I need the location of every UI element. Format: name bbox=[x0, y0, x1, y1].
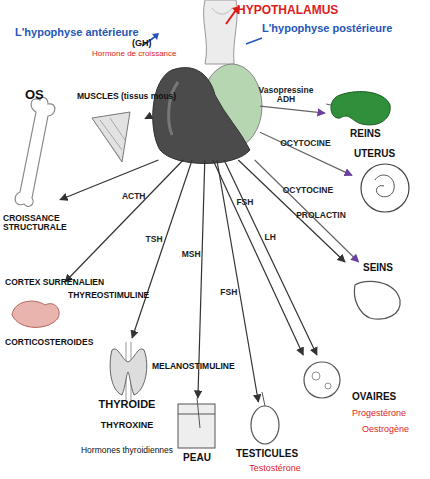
hormone-label: LH bbox=[265, 233, 276, 242]
organ-bone: OS bbox=[5, 88, 60, 208]
organ-label: MUSCLES (tissus mous) bbox=[77, 92, 176, 101]
follicle bbox=[312, 372, 320, 380]
hormone-arrow bbox=[132, 160, 192, 338]
organ-skin: PEAU bbox=[170, 398, 225, 470]
pointer-head bbox=[152, 33, 159, 40]
ovary-drawing bbox=[304, 362, 340, 398]
organ-label: OVAIRES bbox=[352, 391, 396, 402]
organ-adrenal: CORTEX SURRENALIENCORTICOSTEROIDES bbox=[5, 278, 65, 350]
hormone-label: OCYTOCINE bbox=[283, 186, 333, 195]
effect-note: CROISSANCE STRUCTURALE bbox=[3, 214, 83, 233]
hormone-name: Hormones thyroidiennes bbox=[81, 446, 173, 455]
thyroid-drawing bbox=[110, 349, 147, 395]
anterior-lobe bbox=[153, 68, 250, 164]
organ-thyroid: THYROIDETHYROXINEHormones thyroidiennes bbox=[90, 338, 165, 473]
hormone-arrow bbox=[238, 160, 345, 262]
testis-drawing bbox=[251, 406, 279, 444]
adrenal-drawing bbox=[12, 301, 59, 327]
hormone-name: L'hypophyse antérieure bbox=[15, 26, 139, 38]
stalk-detail bbox=[212, 8, 232, 14]
hormone-name: Testostérone bbox=[249, 464, 301, 474]
organ-uterus: UTERUS bbox=[352, 148, 422, 216]
uterus-drawing bbox=[361, 164, 409, 212]
hormone-arrow bbox=[260, 132, 352, 175]
hormone-label: MSH bbox=[182, 251, 201, 260]
organ-testis: TESTICULES Testostérone bbox=[235, 402, 300, 477]
lobe-highlight bbox=[169, 82, 178, 135]
pointer-arrow bbox=[246, 38, 262, 44]
hormone-name: THYREOSTIMULINE bbox=[68, 291, 149, 300]
organ-label: THYROIDE bbox=[99, 398, 156, 410]
hormone-name: Progestérone bbox=[352, 409, 406, 419]
organ-label: OS bbox=[25, 88, 44, 102]
hormone-arrow bbox=[255, 160, 359, 262]
hormone-name: MELANOSTIMULINE bbox=[152, 362, 235, 371]
hormone-label: OCYTOCINE bbox=[280, 139, 330, 148]
hormone-label: ACTH bbox=[122, 192, 146, 201]
pituitary-gland: HYPOTHALAMUSL'hypophyse antérieureL'hypo… bbox=[150, 50, 260, 160]
organ-ovary: OVAIRES ProgestéroneOestrogène bbox=[300, 355, 425, 440]
hormone-name: Oestrogène bbox=[362, 425, 409, 435]
muscle-hatching bbox=[96, 118, 125, 158]
skin-detail bbox=[178, 398, 215, 428]
organ-label: UTERUS bbox=[354, 148, 395, 159]
hormone-name: L'hypophyse postérieure bbox=[262, 22, 392, 34]
pituitary-stalk bbox=[204, 0, 238, 64]
breast-drawing bbox=[354, 281, 400, 319]
hormone-name: CORTICOSTEROIDES bbox=[5, 338, 93, 347]
bone-drawing bbox=[15, 97, 55, 206]
hormone-abbrev: (GH) bbox=[132, 39, 152, 49]
cord-line bbox=[262, 392, 265, 406]
organ-label: CORTEX SURRENALIEN bbox=[5, 278, 104, 287]
hormone-label: Vasopressine ADH bbox=[256, 86, 316, 105]
hormone-label: TSH bbox=[146, 235, 163, 244]
organ-label: HYPOTHALAMUS bbox=[237, 4, 338, 17]
kidney-drawing bbox=[331, 92, 390, 125]
organ-label: REINS bbox=[350, 128, 381, 139]
hormone-label: FSH bbox=[236, 198, 253, 207]
hormone-label: PROLACTIN bbox=[296, 211, 346, 220]
hormone-arrow bbox=[145, 116, 150, 119]
muscle-drawing bbox=[92, 112, 130, 162]
hormone-arrow bbox=[65, 160, 183, 282]
hormone-label: FSH bbox=[220, 288, 237, 297]
organ-label: SEINS bbox=[363, 262, 393, 273]
hormone-arrow bbox=[260, 106, 325, 113]
hormone-name: Hormone de croissance bbox=[92, 50, 176, 59]
uterus-detail bbox=[375, 175, 394, 197]
follicle bbox=[325, 383, 331, 389]
pointer-arrow bbox=[226, 10, 236, 24]
organ-kidney: REINS bbox=[325, 88, 400, 143]
organ-breast: SEINS bbox=[345, 262, 410, 324]
organ-label: PEAU bbox=[183, 452, 211, 463]
organ-muscle: MUSCLES (tissus mous) bbox=[80, 92, 145, 164]
skin-drawing bbox=[178, 404, 215, 448]
hormone-name: THYROXINE bbox=[101, 421, 154, 431]
organ-label: TESTICULES bbox=[236, 448, 298, 459]
